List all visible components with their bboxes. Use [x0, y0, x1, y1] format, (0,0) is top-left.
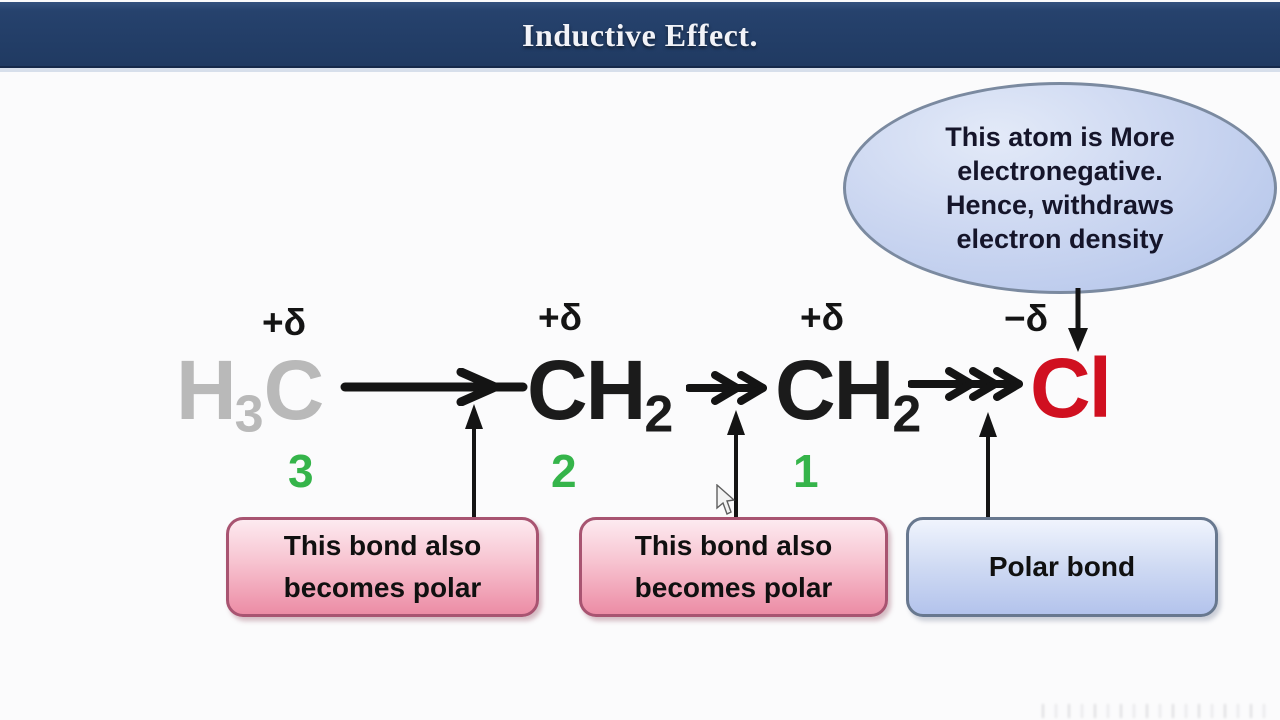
note-line: becomes polar — [283, 572, 482, 603]
note-bond3-polar: This bond also becomes polar — [226, 517, 539, 617]
note-line: This bond also — [634, 530, 833, 561]
note2-pointer-arrow-icon — [727, 410, 745, 518]
bond-arrow-1-icon — [340, 368, 528, 406]
bond-arrow-2-icon — [686, 371, 767, 405]
title-bar: Inductive Effect. — [0, 2, 1280, 68]
callout-line: electron density — [956, 224, 1164, 254]
callout-line: This atom is More — [945, 122, 1175, 152]
callout-line: Hence, withdraws — [945, 190, 1175, 220]
atom-ch2-first: CH2 — [527, 348, 673, 441]
charge-label-cl: −δ — [1004, 298, 1049, 339]
callout-pointer-arrow-icon — [1068, 288, 1088, 352]
atom-h3c-carbon: C — [263, 343, 325, 437]
note3-pointer-arrow-icon — [979, 412, 997, 518]
note-polar-bond: Polar bond — [906, 517, 1218, 617]
note-bond2-polar: This bond also becomes polar — [579, 517, 888, 617]
bond-number-1: 1 — [793, 445, 819, 497]
mouse-cursor-icon — [716, 484, 736, 515]
atom-ch2-second: CH2 — [775, 348, 921, 441]
atom-ch2-main: CH — [527, 343, 646, 437]
note-line: Polar bond — [988, 551, 1136, 582]
note1-pointer-arrow-icon — [465, 404, 483, 518]
electronegativity-callout: This atom is More electronegative. Hence… — [843, 82, 1277, 294]
atom-h3c-main: H — [176, 343, 237, 437]
note-line: This bond also — [283, 530, 482, 561]
slide-title: Inductive Effect. — [521, 17, 758, 53]
atom-ch2-main: CH — [775, 343, 894, 437]
atom-h3c: H3C — [176, 348, 324, 444]
atom-ch2-subscript: 2 — [892, 385, 922, 444]
atom-h3c-subscript: 3 — [234, 385, 264, 444]
watermark-remnant — [1032, 704, 1267, 718]
charge-label-c1: +δ — [800, 297, 845, 338]
bond-arrow-3-icon — [908, 367, 1023, 401]
bond-number-3: 3 — [288, 445, 314, 497]
callout-line: electronegative. — [957, 156, 1163, 186]
charge-label-c2: +δ — [538, 297, 583, 338]
note-line: becomes polar — [634, 572, 833, 603]
atom-cl-main: Cl — [1030, 341, 1112, 435]
bond-number-2: 2 — [551, 445, 577, 497]
atom-ch2-subscript: 2 — [644, 385, 674, 444]
atom-cl: Cl — [1030, 346, 1112, 430]
charge-label-c3: +δ — [262, 302, 307, 343]
